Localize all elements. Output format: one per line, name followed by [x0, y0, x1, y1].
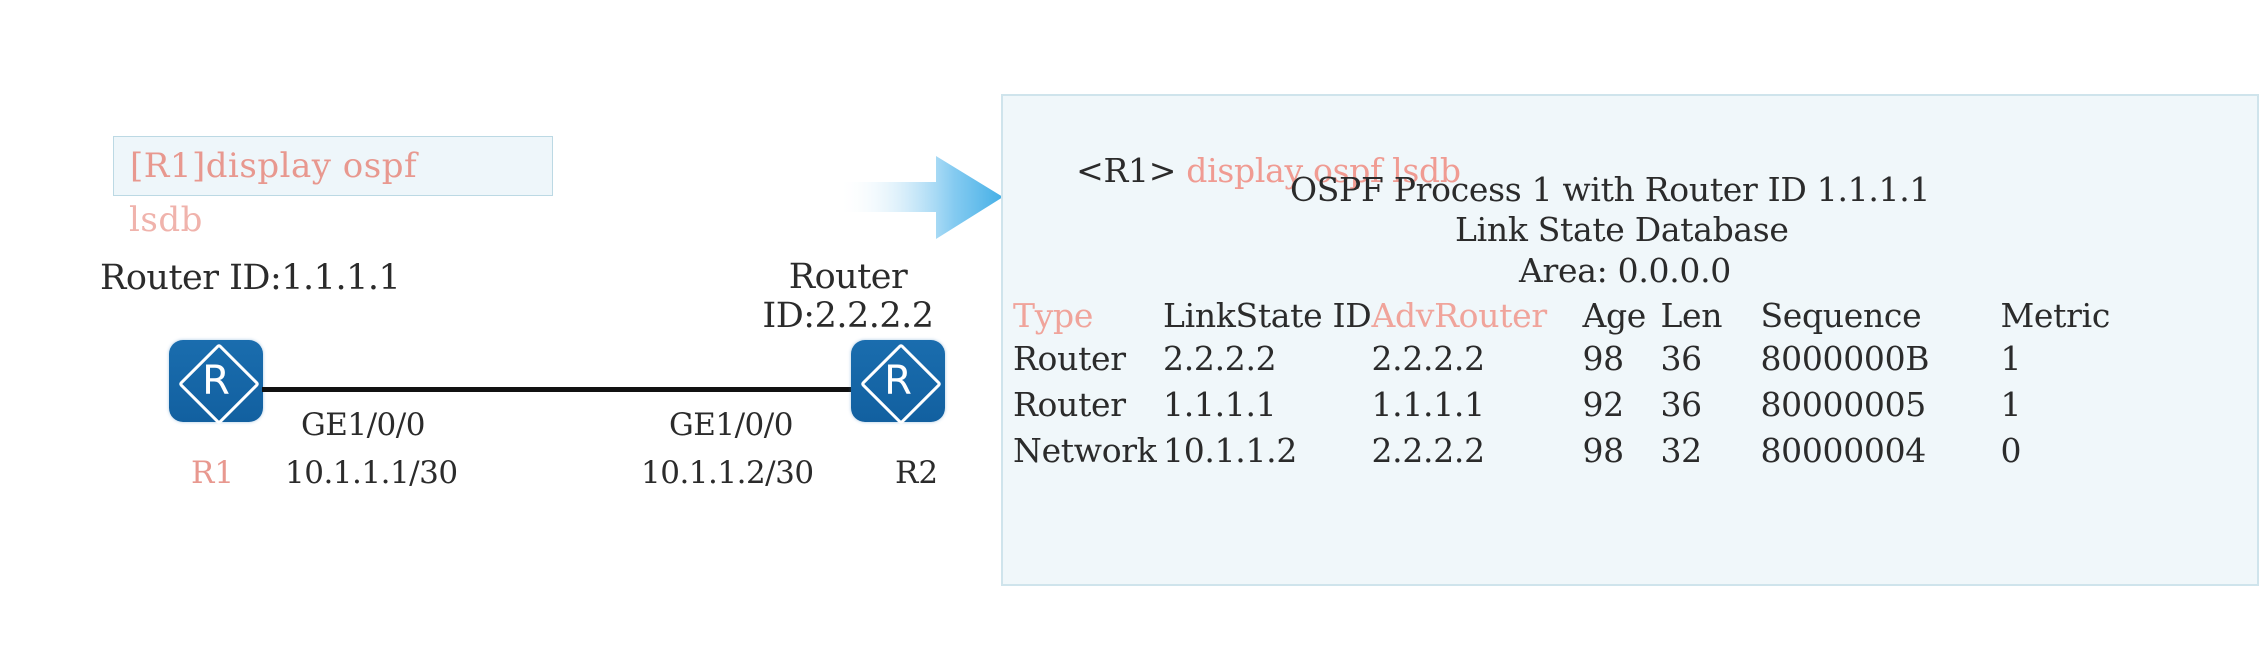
table-row: Network 10.1.1.2 2.2.2.2 98 32 80000004 …: [1013, 427, 2120, 473]
column-header-metric: Metric: [2000, 295, 2111, 335]
right-interface-name: GE1/0/0: [669, 407, 793, 443]
cell-metric: 1: [2000, 338, 2022, 378]
left-router-name: R1: [191, 455, 235, 491]
table-header-row: Type LinkState ID AdvRouter Age Len Sequ…: [1013, 295, 2120, 335]
cell-type: Router: [1013, 338, 1126, 378]
right-router-name: R2: [895, 455, 939, 491]
terminal-output-panel: <R1> display ospf lsdb OSPF Process 1 wi…: [1001, 94, 2259, 586]
column-header-linkstate-id: LinkState ID: [1163, 295, 1372, 335]
cell-metric: 0: [2000, 430, 2022, 470]
cell-sequence: 80000005: [1760, 384, 1927, 424]
cell-advrouter: 1.1.1.1: [1371, 384, 1485, 424]
cell-linkstate-id: 1.1.1.1: [1163, 384, 1277, 424]
command-text-wrapped: lsdb: [129, 200, 203, 240]
area-line: Area: 0.0.0.0: [1519, 251, 1731, 290]
cell-type: Network: [1013, 430, 1157, 470]
router-icon-r2[interactable]: R: [851, 340, 945, 426]
column-header-age: Age: [1582, 295, 1647, 335]
cell-len: 36: [1660, 384, 1702, 424]
column-header-advrouter: AdvRouter: [1371, 295, 1547, 335]
column-header-type: Type: [1013, 295, 1094, 335]
cell-linkstate-id: 2.2.2.2: [1163, 338, 1277, 378]
left-interface-address: 10.1.1.1/30: [285, 455, 458, 491]
cell-age: 92: [1582, 384, 1624, 424]
link-state-database-line: Link State Database: [1455, 210, 1789, 249]
command-input-box[interactable]: [R1]display ospf: [113, 136, 553, 196]
lsdb-table: Type LinkState ID AdvRouter Age Len Sequ…: [1013, 295, 2120, 473]
flow-arrow-icon: [840, 156, 1003, 239]
column-header-len: Len: [1660, 295, 1723, 335]
cell-sequence: 80000004: [1760, 430, 1927, 470]
cell-age: 98: [1582, 338, 1624, 378]
command-text: [R1]display ospf: [130, 146, 418, 186]
router-icon-letter: R: [202, 358, 230, 404]
cell-age: 98: [1582, 430, 1624, 470]
terminal-prompt-line: <R1> display ospf lsdb: [1015, 112, 1461, 229]
cell-sequence: 8000000B: [1760, 338, 1930, 378]
router-icon-letter: R: [884, 358, 912, 404]
terminal-prompt: <R1>: [1076, 151, 1177, 190]
right-router-id-label: Router ID:2.2.2.2: [762, 257, 934, 337]
cell-linkstate-id: 10.1.1.2: [1163, 430, 1298, 470]
cell-len: 36: [1660, 338, 1702, 378]
cell-advrouter: 2.2.2.2: [1371, 430, 1485, 470]
left-interface-name: GE1/0/0: [301, 407, 425, 443]
cell-advrouter: 2.2.2.2: [1371, 338, 1485, 378]
link-line: [262, 387, 852, 392]
column-header-sequence: Sequence: [1760, 295, 1922, 335]
router-icon-r1[interactable]: R: [169, 340, 263, 426]
topology-diagram: [R1]display ospf lsdb Router ID:1.1.1.1 …: [0, 0, 1000, 649]
table-row: Router 1.1.1.1 1.1.1.1 92 36 80000005 1: [1013, 381, 2120, 427]
right-interface-address: 10.1.1.2/30: [641, 455, 814, 491]
terminal-command: display ospf lsdb: [1186, 151, 1461, 190]
ospf-process-line: OSPF Process 1 with Router ID 1.1.1.1: [1290, 170, 1931, 209]
cell-metric: 1: [2000, 384, 2022, 424]
table-row: Router 2.2.2.2 2.2.2.2 98 36 8000000B 1: [1013, 335, 2120, 381]
cell-len: 32: [1660, 430, 1702, 470]
left-router-id-label: Router ID:1.1.1.1: [100, 258, 401, 298]
cell-type: Router: [1013, 384, 1126, 424]
